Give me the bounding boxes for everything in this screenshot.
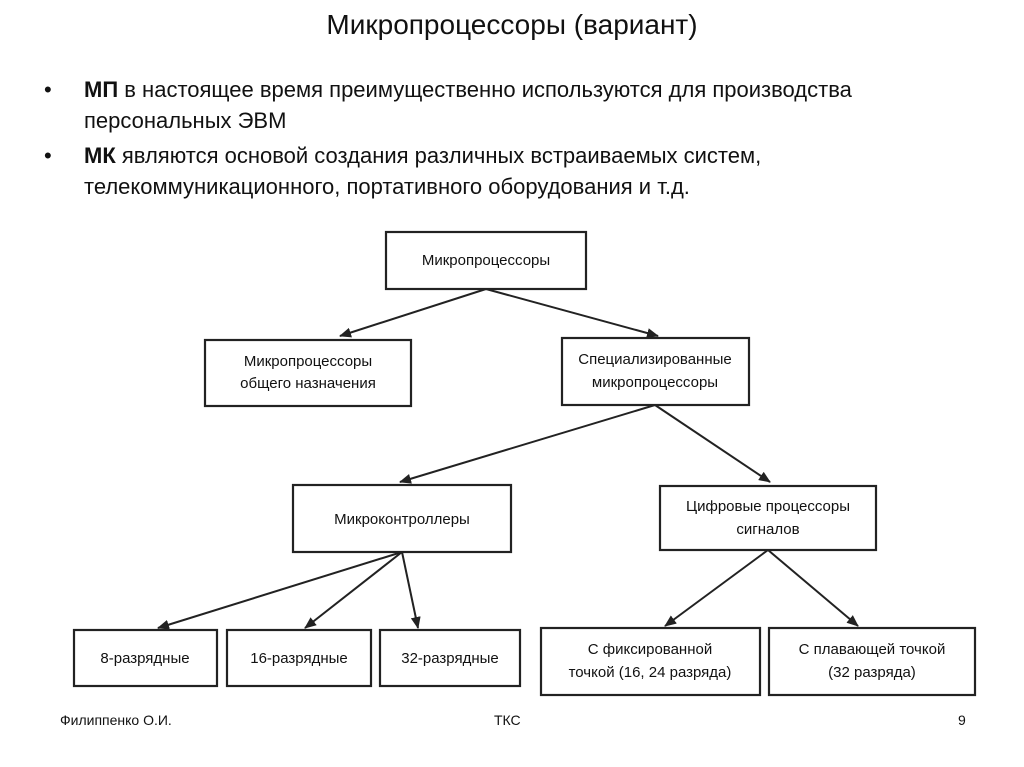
bullet-term: МП — [84, 77, 119, 102]
edge-root-general — [339, 288, 487, 338]
node-label: точкой (16, 24 разряда) — [569, 664, 732, 681]
node-label: 16-разрядные — [250, 650, 348, 667]
node-label: 8-разрядные — [100, 650, 189, 667]
node-label: сигналов — [736, 521, 799, 538]
node-dsp: Цифровые процессоры сигналов — [658, 484, 878, 552]
edge-specialized-dsp — [654, 404, 771, 483]
footer-author: Филиппенко О.И. — [60, 712, 172, 728]
node-label: Микропроцессоры — [244, 353, 372, 370]
node-floating-point: С плавающей точкой (32 разряда) — [767, 626, 977, 697]
bullet-item: • МП в настоящее время преимущественно и… — [44, 74, 1004, 136]
edge-mc-8bit — [157, 551, 403, 630]
edge-root-specialized — [485, 288, 659, 338]
edge-specialized-microcontrollers — [399, 404, 656, 484]
node-label: 32-разрядные — [401, 650, 499, 667]
node-general-purpose: Микропроцессоры общего назначения — [203, 338, 413, 408]
bullet-text: в настоящее время преимущественно исполь… — [84, 77, 852, 133]
node-label: (32 разряда) — [828, 664, 916, 681]
bullet-term: МК — [84, 143, 116, 168]
node-microcontrollers: Микроконтроллеры — [291, 483, 513, 554]
bullet-text: являются основой создания различных встр… — [84, 143, 762, 199]
node-microprocessors: Микропроцессоры — [384, 230, 588, 291]
node-label: общего назначения — [240, 375, 376, 392]
slide-title: Микропроцессоры (вариант) — [326, 9, 698, 40]
bullet-item: • МК являются основой создания различных… — [44, 140, 1004, 202]
bullet-marker: • — [44, 77, 52, 102]
node-label: С плавающей точкой — [799, 641, 946, 658]
edge-mc-32bit — [401, 551, 421, 629]
edge-dsp-floating — [767, 549, 859, 627]
node-label: Микроконтроллеры — [334, 511, 470, 528]
node-32bit: 32-разрядные — [378, 628, 522, 688]
node-16bit: 16-разрядные — [225, 628, 373, 688]
node-fixed-point: С фиксированной точкой (16, 24 разряда) — [539, 626, 762, 697]
node-label: Специализированные — [578, 351, 732, 368]
node-label: Микропроцессоры — [422, 252, 550, 269]
bullet-marker: • — [44, 143, 52, 168]
node-label: микропроцессоры — [592, 374, 718, 391]
edge-dsp-fixed — [664, 549, 769, 627]
node-8bit: 8-разрядные — [72, 628, 219, 688]
footer-page-number: 9 — [958, 712, 966, 728]
edge-mc-16bit — [304, 551, 403, 629]
bullet-list: • МП в настоящее время преимущественно и… — [44, 74, 1004, 206]
footer-center: ТКС — [494, 712, 521, 728]
node-label: С фиксированной — [588, 641, 712, 658]
node-label: Цифровые процессоры — [686, 498, 850, 515]
node-specialized: Специализированные микропроцессоры — [560, 336, 751, 407]
